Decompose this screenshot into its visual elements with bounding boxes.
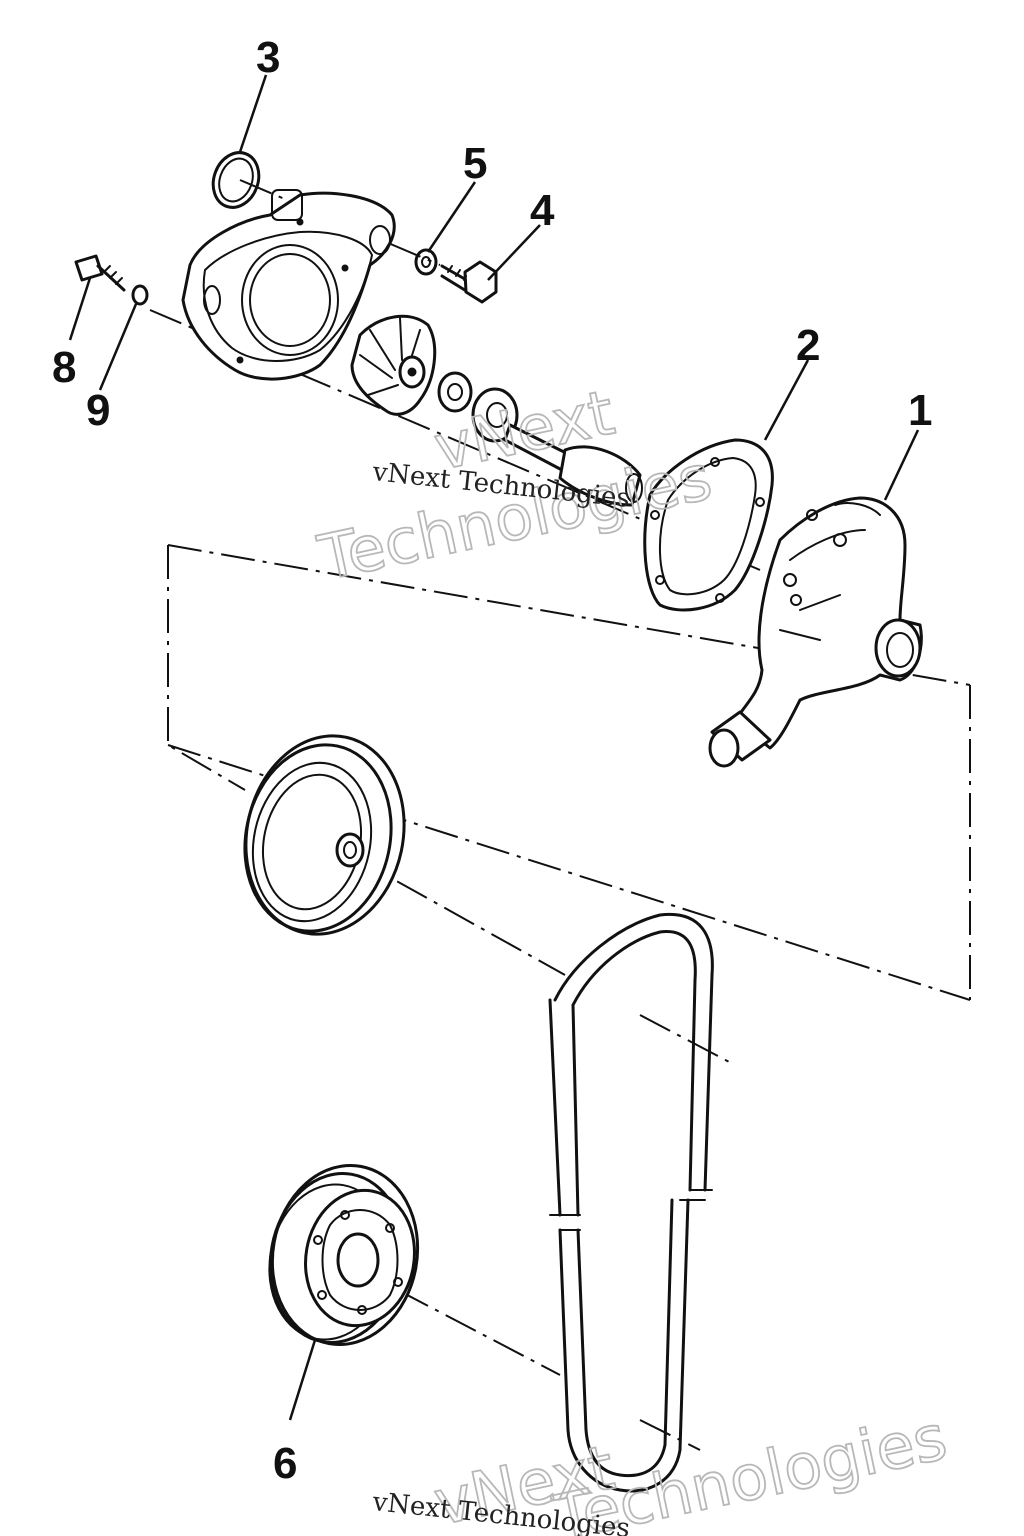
pump-body [708,496,923,768]
cover-screw [74,254,126,292]
bearing [471,387,519,443]
lock-washer [131,284,149,306]
fan-pulley [243,734,406,936]
callout-5: 5 [463,139,487,188]
callout-6: 6 [273,1439,297,1488]
callout-1: 1 [908,386,932,435]
drive-belt [548,912,714,1493]
callout-labels: 1 2 3 4 5 6 8 9 [52,33,932,1488]
impeller [350,314,437,416]
callout-8: 8 [52,343,76,392]
crankshaft-pulley [268,1163,420,1347]
pump-cover [181,189,396,381]
hex-bolt [440,260,498,304]
callout-9: 9 [86,386,110,435]
callout-4: 4 [530,186,555,235]
o-ring [211,151,261,209]
watermark-bottom: vNext Technologies vNext Technologies [370,1400,953,1536]
flat-washer [414,248,438,276]
callout-2: 2 [796,321,820,370]
leader-lines [68,74,920,1421]
pump-shaft [503,423,643,507]
callout-3: 3 [256,33,280,82]
pump-gasket [643,438,774,612]
pump-seal [437,371,473,413]
